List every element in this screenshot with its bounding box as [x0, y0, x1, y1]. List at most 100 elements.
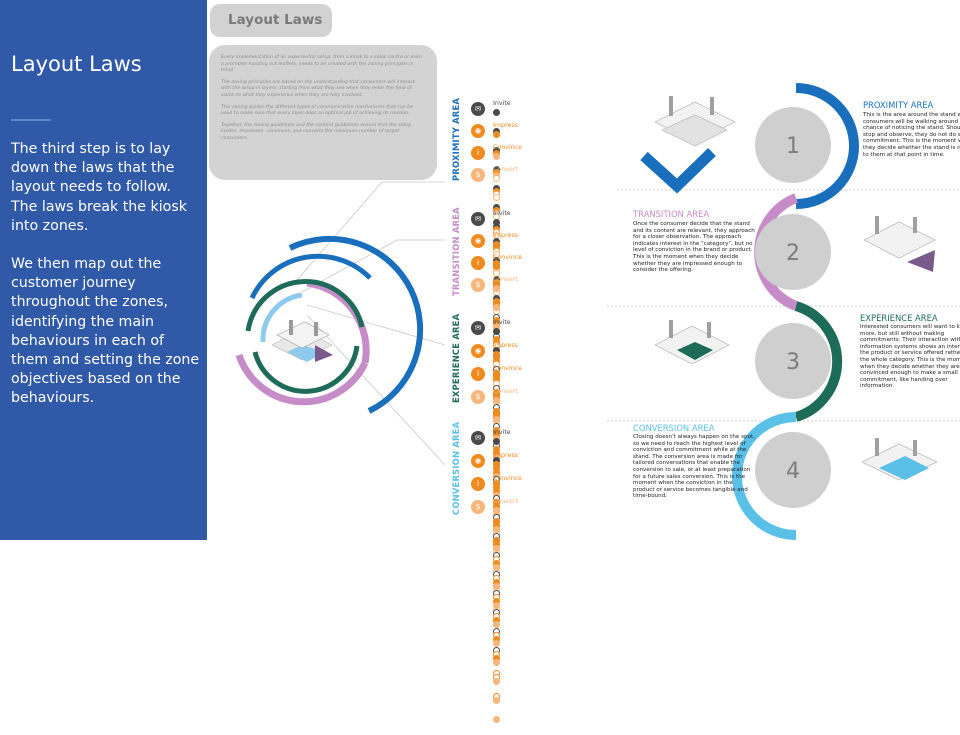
- stage-name: Convert: [493, 388, 518, 395]
- zone-description: Interested consumers will want to know m…: [860, 324, 960, 390]
- zoning-diagram: 1 2 3 4: [235, 83, 960, 540]
- kiosk-illustration: [654, 320, 730, 365]
- kiosk-illustration: [863, 216, 936, 272]
- eye-icon: ◉: [471, 234, 485, 248]
- kiosk-illustration: [271, 320, 333, 362]
- rating-dot-filled: [493, 621, 500, 628]
- stage-name: Impress: [493, 452, 518, 459]
- info-icon: i: [471, 256, 485, 270]
- intro-paragraph: The zoning principles are based on the u…: [221, 79, 415, 98]
- kiosk-illustration: [654, 96, 736, 147]
- envelope-icon: ✉: [471, 212, 485, 226]
- rating-dot-filled: [493, 263, 500, 270]
- rating-dot-filled: [493, 427, 500, 434]
- rating-dot-filled: [493, 545, 500, 552]
- envelope-icon: ✉: [471, 321, 485, 335]
- rating-dot-filled: [493, 526, 500, 533]
- stage-name: Invite: [493, 429, 511, 436]
- page-title: Layout Laws: [210, 4, 332, 37]
- chevron-down-icon: [640, 148, 716, 194]
- stage-name: Convince: [493, 254, 523, 261]
- stage-name: Invite: [493, 319, 511, 326]
- area-label-conversion: CONVERSION AREA: [451, 421, 461, 515]
- rating-dot-filled: [493, 393, 500, 400]
- rating-dot-filled: [493, 716, 500, 723]
- slide-canvas: Layout Laws Every implementation of an e…: [207, 0, 960, 723]
- stage-name: Impress: [493, 122, 518, 129]
- rating-dot-filled: [493, 438, 500, 445]
- eye-icon: ◉: [471, 124, 485, 138]
- rating-dot-filled: [493, 602, 500, 609]
- rating-dot-filled: [493, 461, 500, 468]
- rating-dot-empty: [493, 194, 500, 201]
- rating-dot-filled: [493, 450, 500, 457]
- dollar-icon: $: [471, 390, 485, 404]
- sidebar-paragraph: We then map out the customer journey thr…: [11, 256, 200, 407]
- info-icon: i: [471, 146, 485, 160]
- area-label-transition: TRANSITION AREA: [451, 207, 461, 296]
- stage-name: Convert: [493, 498, 518, 505]
- rating-dot-filled: [493, 640, 500, 647]
- area-label-proximity: PROXIMITY AREA: [451, 97, 461, 181]
- dollar-icon: $: [471, 168, 485, 182]
- sidebar-divider: [11, 119, 51, 121]
- rating-dot-filled: [493, 109, 500, 116]
- rating-dot-filled: [493, 446, 500, 453]
- sidebar-body: The third step is to lay down the laws t…: [11, 140, 201, 428]
- rating-dot-filled: [493, 488, 500, 495]
- rating-dot-filled: [493, 397, 500, 404]
- rating-dot-filled: [493, 351, 500, 358]
- zone-description: Closing doesn't always happen on the spo…: [633, 434, 755, 500]
- zone-number: 2: [786, 241, 800, 266]
- zone-title: EXPERIENCE AREA: [860, 313, 938, 323]
- stage-name: Invite: [493, 100, 511, 107]
- rating-dots: [493, 507, 501, 735]
- zone-number: 1: [786, 134, 800, 159]
- rating-dot-filled: [493, 697, 500, 704]
- rating-dot-filled: [493, 480, 500, 487]
- rating-dot-filled: [493, 323, 500, 330]
- rating-dot-filled: [493, 408, 500, 415]
- zone-rings: [235, 235, 424, 414]
- rating-dot-filled: [493, 347, 500, 354]
- rating-dot-filled: [493, 153, 500, 160]
- stage-name: Convert: [493, 166, 518, 173]
- sidebar-title: Layout Laws: [11, 52, 142, 76]
- stage-name: Convert: [493, 276, 518, 283]
- rating-dot-filled: [493, 465, 500, 472]
- zone-number: 3: [786, 350, 800, 375]
- stage-name: Impress: [493, 232, 518, 239]
- rating-dot-filled: [493, 518, 500, 525]
- rating-dot-filled: [493, 678, 500, 685]
- rating-dot-filled: [493, 499, 500, 506]
- rating-dot-filled: [493, 484, 500, 491]
- intro-paragraph: Every implementation of an experiential …: [221, 55, 423, 74]
- dollar-icon: $: [471, 278, 485, 292]
- rating-dot-filled: [493, 431, 500, 438]
- rating-dot-filled: [493, 241, 500, 248]
- stage-name: Impress: [493, 342, 518, 349]
- stage-name: Convince: [493, 365, 523, 372]
- rating-dot-filled: [493, 659, 500, 666]
- rating-dot-filled: [493, 304, 500, 311]
- area-label-experience: EXPERIENCE AREA: [451, 313, 461, 403]
- sidebar: Layout Laws The third step is to lay dow…: [0, 0, 207, 540]
- rating-dot-filled: [493, 219, 500, 226]
- rating-dot-filled: [493, 389, 500, 396]
- rating-dot-filled: [493, 416, 500, 423]
- stage-name: Invite: [493, 210, 511, 217]
- rating-dot-filled: [493, 370, 500, 377]
- dollar-icon: $: [471, 500, 485, 514]
- envelope-icon: ✉: [471, 431, 485, 445]
- eye-icon: ◉: [471, 454, 485, 468]
- rating-dot-filled: [493, 374, 500, 381]
- rating-dot-filled: [493, 564, 500, 571]
- intro-text-box: Every implementation of an experiential …: [209, 45, 437, 180]
- stage-name: Convince: [493, 144, 523, 151]
- rating-dot-filled: [493, 131, 500, 138]
- info-icon: i: [471, 367, 485, 381]
- eye-icon: ◉: [471, 344, 485, 358]
- envelope-icon: ✉: [471, 102, 485, 116]
- zone-number-circles: [755, 107, 831, 508]
- zone-title: CONVERSION AREA: [633, 423, 715, 433]
